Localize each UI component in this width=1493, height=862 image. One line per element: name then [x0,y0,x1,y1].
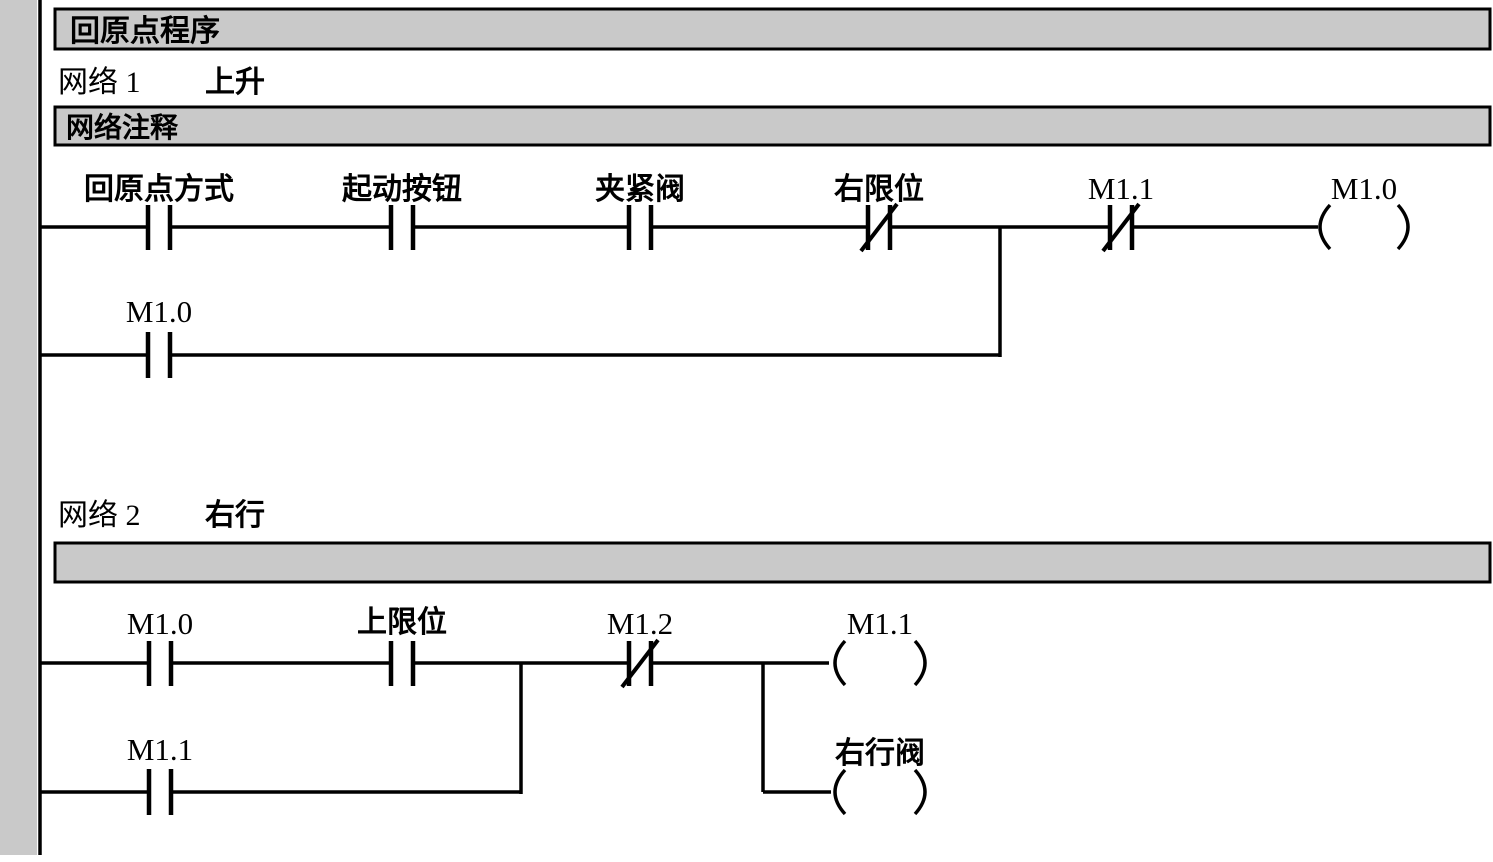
coil-m1-1[interactable]: M1.1 [833,606,927,687]
network-2: 网络 2 右行 M1.0 上限位 M1.2 [41,499,1492,816]
branch-contact-m1-1[interactable]: M1.1 [127,732,193,815]
network-2-comment-bar[interactable] [53,541,1492,584]
network-1-comment-bar[interactable]: 网络注释 [53,105,1492,147]
program-title: 回原点程序 [70,14,220,48]
coil-paren-right [913,639,927,687]
program-title-bar[interactable]: 回原点程序 [53,7,1492,51]
contact-label: 上限位 [357,605,447,639]
network-1-title: 上升 [205,66,265,99]
contact-label: 右限位 [834,172,924,206]
coil-right-valve[interactable]: 右行阀 [833,737,927,816]
contact-label: 回原点方式 [84,172,234,206]
coil-paren-right [913,768,927,816]
contact-label: M1.1 [127,732,193,767]
contact-right-limit[interactable]: 右限位 [834,172,924,253]
coil-label: 右行阀 [835,737,925,770]
contact-clamp-valve[interactable]: 夹紧阀 [595,173,685,250]
nc-slash [1101,202,1141,253]
coil-paren-left [833,639,847,687]
coil-label: M1.0 [1331,171,1397,206]
coil-paren-right [1396,203,1410,251]
contact-label: 起动按钮 [342,173,462,206]
contact-label: 夹紧阀 [595,173,685,206]
coil-paren-left [1318,203,1332,251]
network-1-label: 网络 1 [58,66,141,99]
contact-m1-2[interactable]: M1.2 [607,606,673,689]
nc-slash [620,638,660,689]
coil-label: M1.1 [847,606,913,641]
contact-label: M1.0 [126,294,192,329]
contact-upper-limit[interactable]: 上限位 [357,605,447,686]
contact-label: M1.0 [127,606,193,641]
contact-m1-1[interactable]: M1.1 [1088,171,1154,253]
left-margin-strip [0,0,37,855]
coil-m1-0[interactable]: M1.0 [1318,171,1410,251]
network-1: 网络 1 上升 网络注释 回原点方式 起动按钮 夹紧阀 [41,66,1492,378]
network-1-comment-text: 网络注释 [66,111,179,144]
program-title-bar-bg[interactable] [53,7,1492,51]
contact-label: M1.1 [1088,171,1154,206]
contact-m1-0[interactable]: M1.0 [127,606,193,686]
network-2-label: 网络 2 [58,499,141,532]
branch-contact-m1-0[interactable]: M1.0 [126,294,192,378]
nc-slash [859,202,899,253]
contact-start-button[interactable]: 起动按钮 [342,173,462,250]
contact-home-mode[interactable]: 回原点方式 [84,172,234,250]
contact-label: M1.2 [607,606,673,641]
network-2-comment-bar-bg[interactable] [53,541,1492,584]
coil-paren-left [833,768,847,816]
network-2-title: 右行 [205,499,265,532]
network-1-comment-bar-bg[interactable] [53,105,1492,147]
